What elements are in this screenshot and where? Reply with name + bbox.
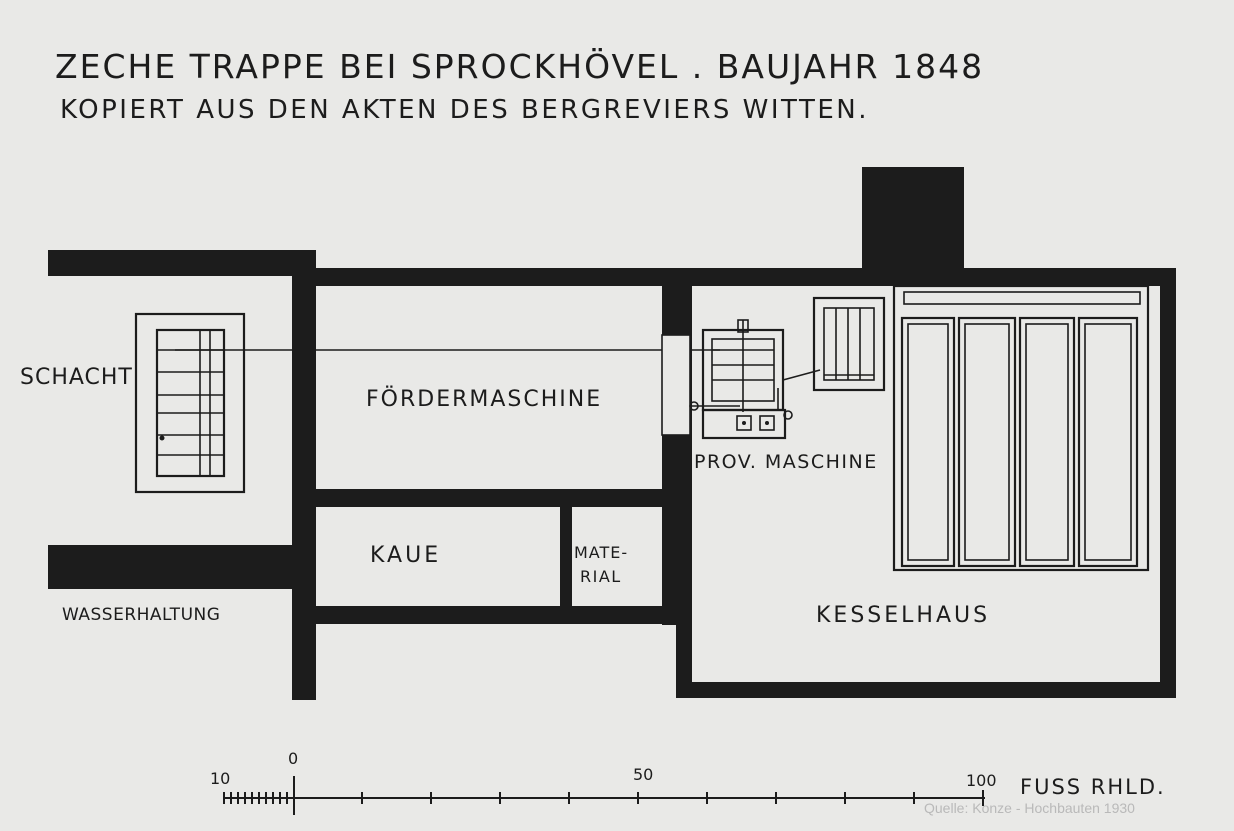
wall-low-horizontal [292, 606, 676, 624]
scale-label-10: 10 [210, 769, 230, 788]
passage [661, 334, 691, 436]
scale-label-100: 100 [966, 771, 997, 790]
shaft-outer-frame [134, 312, 246, 494]
label-wasserhaltung: WASSERHALTUNG [62, 605, 220, 625]
wall-divider-left [292, 250, 316, 700]
credit-text: Quelle: Konze - Hochbauten 1930 [924, 800, 1135, 816]
label-prov-maschine: PROV. MASCHINE [694, 451, 878, 473]
wall-top-left [48, 250, 314, 276]
title-line-1: ZECHE TRAPPE BEI SPROCKHÖVEL . BAUJAHR 1… [55, 46, 984, 86]
chimney [862, 167, 964, 282]
scale-bar: 10 0 50 100 FUSS RHLD. [210, 749, 1166, 815]
wall-schacht-left-stub [48, 250, 52, 276]
label-kesselhaus: KESSELHAUS [816, 603, 990, 628]
wall-kesselhaus-bottom [676, 682, 1176, 698]
label-kaue: KAUE [370, 543, 441, 568]
shaft-inner-frame [155, 328, 226, 478]
wall-top-center [292, 268, 686, 286]
boiler-bank [892, 284, 1150, 572]
wall-kesselhaus-right [1160, 268, 1176, 698]
scale-label-50: 50 [633, 765, 653, 784]
wall-mid-horizontal [292, 489, 676, 507]
wall-wasserhaltung [48, 545, 314, 589]
prov-machine [689, 319, 821, 440]
title-line-2: KOPIERT AUS DEN AKTEN DES BERGREVIERS WI… [60, 95, 869, 125]
wall-kaue-material [560, 500, 572, 615]
small-boiler [812, 296, 886, 392]
walls [48, 167, 1176, 700]
scale-unit: FUSS RHLD. [1020, 775, 1166, 799]
label-material-1: MATE- [574, 543, 628, 562]
scale-label-0: 0 [288, 749, 298, 768]
wall-kesselhaus-left [676, 268, 692, 698]
label-schacht: SCHACHT [20, 365, 133, 390]
shaft [134, 312, 246, 494]
label-material-2: RIAL [580, 567, 622, 586]
label-foerdermaschine: FÖRDERMASCHINE [366, 386, 602, 412]
